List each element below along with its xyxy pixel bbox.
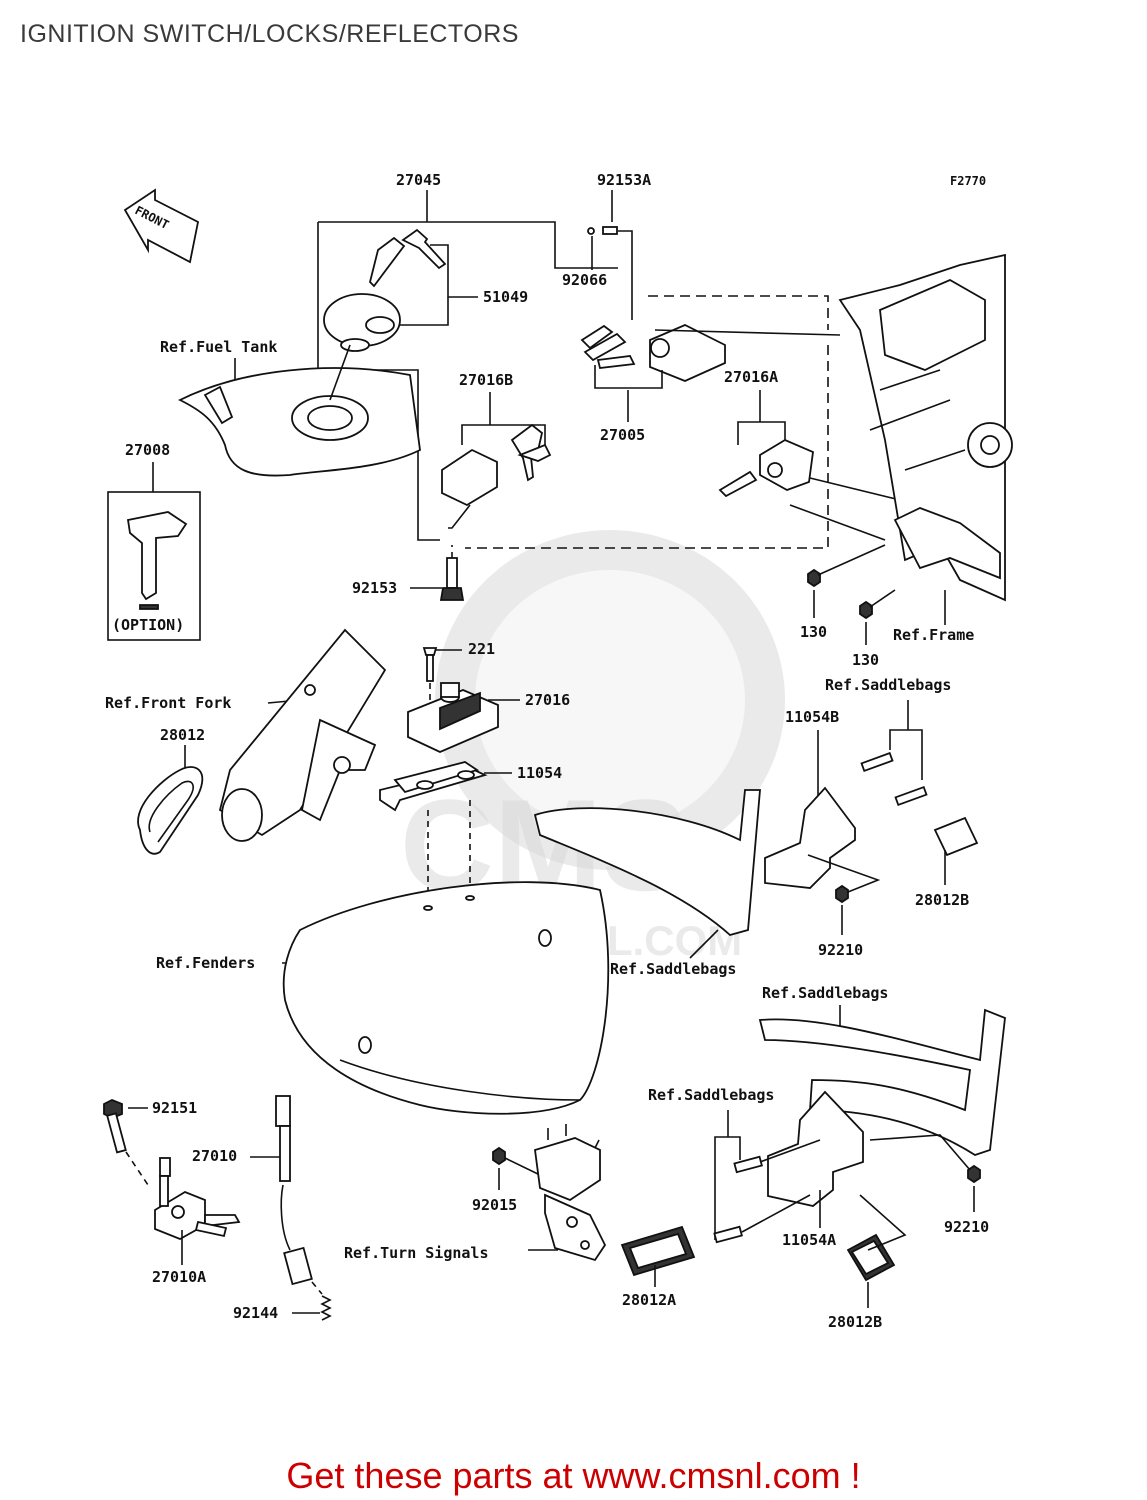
label-28012B-top: 28012B xyxy=(915,891,969,909)
label-92153A: 92153A xyxy=(597,171,651,189)
label-92210-bottom: 92210 xyxy=(944,1218,989,1236)
label-92015: 92015 xyxy=(472,1196,517,1214)
option-label: (OPTION) xyxy=(112,616,184,634)
reflector-28012A xyxy=(620,1225,696,1277)
label-27016B: 27016B xyxy=(459,371,513,389)
screw-221 xyxy=(422,647,438,682)
label-130-b: 130 xyxy=(852,651,879,669)
label-27008: 27008 xyxy=(125,441,170,459)
label-27016: 27016 xyxy=(525,691,570,709)
fuel-cap xyxy=(323,293,401,352)
label-11054A: 11054A xyxy=(782,1231,836,1249)
switch-27010 xyxy=(275,1095,313,1286)
spring-92144 xyxy=(320,1295,332,1321)
footer-cta-link[interactable]: Get these parts at www.cmsnl.com ! xyxy=(286,1455,861,1496)
label-92066: 92066 xyxy=(562,271,607,289)
nut-130-b xyxy=(859,600,873,620)
switch-27010A xyxy=(154,1157,241,1240)
nut-130-a xyxy=(807,568,821,588)
turn-signal-bracket xyxy=(534,1124,607,1262)
frame xyxy=(838,253,1013,602)
bolts-saddlebag-bottom xyxy=(713,1155,763,1244)
label-ref-saddlebags-1: Ref.Saddlebags xyxy=(825,676,951,694)
nut-92015 xyxy=(492,1146,506,1166)
label-28012A: 28012A xyxy=(622,1291,676,1309)
reflector-28012B-top xyxy=(933,816,979,857)
bracket-11054B xyxy=(533,786,856,936)
option-key-27008 xyxy=(126,511,188,610)
label-ref-fenders: Ref.Fenders xyxy=(156,954,255,972)
rear-fender xyxy=(282,881,610,1115)
bolt-92151 xyxy=(103,1099,127,1154)
label-ref-frame: Ref.Frame xyxy=(893,626,974,644)
page-title: IGNITION SWITCH/LOCKS/REFLECTORS xyxy=(20,20,519,48)
label-27010A: 27010A xyxy=(152,1268,206,1286)
lock-27016B xyxy=(441,423,552,507)
bolt-92153 xyxy=(439,557,465,601)
label-28012: 28012 xyxy=(160,726,205,744)
reflector-28012B-bottom xyxy=(846,1233,896,1282)
keys-51049 xyxy=(369,228,447,288)
label-11054B: 11054B xyxy=(785,708,839,726)
label-ref-fuel-tank: Ref.Fuel Tank xyxy=(160,338,277,356)
nut-92210-top xyxy=(835,884,849,904)
label-27005: 27005 xyxy=(600,426,645,444)
label-ref-saddlebags-3: Ref.Saddlebags xyxy=(762,984,888,1002)
label-28012B-bottom: 28012B xyxy=(828,1313,882,1331)
label-92210-top: 92210 xyxy=(818,941,863,959)
fuel-tank xyxy=(177,367,421,477)
option-key-box xyxy=(107,491,201,641)
label-ref-saddlebags-2: Ref.Saddlebags xyxy=(610,960,736,978)
lock-27016A xyxy=(718,438,814,498)
label-92153: 92153 xyxy=(352,579,397,597)
label-130-a: 130 xyxy=(800,623,827,641)
label-92151: 92151 xyxy=(152,1099,197,1117)
label-27010: 27010 xyxy=(192,1147,237,1165)
label-51049: 51049 xyxy=(483,288,528,306)
label-27045: 27045 xyxy=(396,171,441,189)
label-92144: 92144 xyxy=(233,1304,278,1322)
lock-27016 xyxy=(407,682,499,753)
label-ref-saddlebags-4: Ref.Saddlebags xyxy=(648,1086,774,1104)
figure-code: F2770 xyxy=(950,174,986,188)
bracket-saddlebag-bottom xyxy=(758,1008,1006,1207)
plate-11054 xyxy=(379,761,488,812)
label-27016A: 27016A xyxy=(724,368,778,386)
ignition-switch-27005 xyxy=(580,324,726,382)
label-221: 221 xyxy=(468,640,495,658)
front-arrow: FRONT xyxy=(123,188,200,264)
label-ref-front-fork: Ref.Front Fork xyxy=(105,694,231,712)
label-ref-turn-signals: Ref.Turn Signals xyxy=(344,1244,489,1262)
label-11054: 11054 xyxy=(517,764,562,782)
front-fork xyxy=(218,628,387,842)
bolts-saddlebag-top xyxy=(860,751,928,807)
reflector-28012 xyxy=(137,766,204,855)
nut-92210-bottom xyxy=(967,1164,981,1184)
